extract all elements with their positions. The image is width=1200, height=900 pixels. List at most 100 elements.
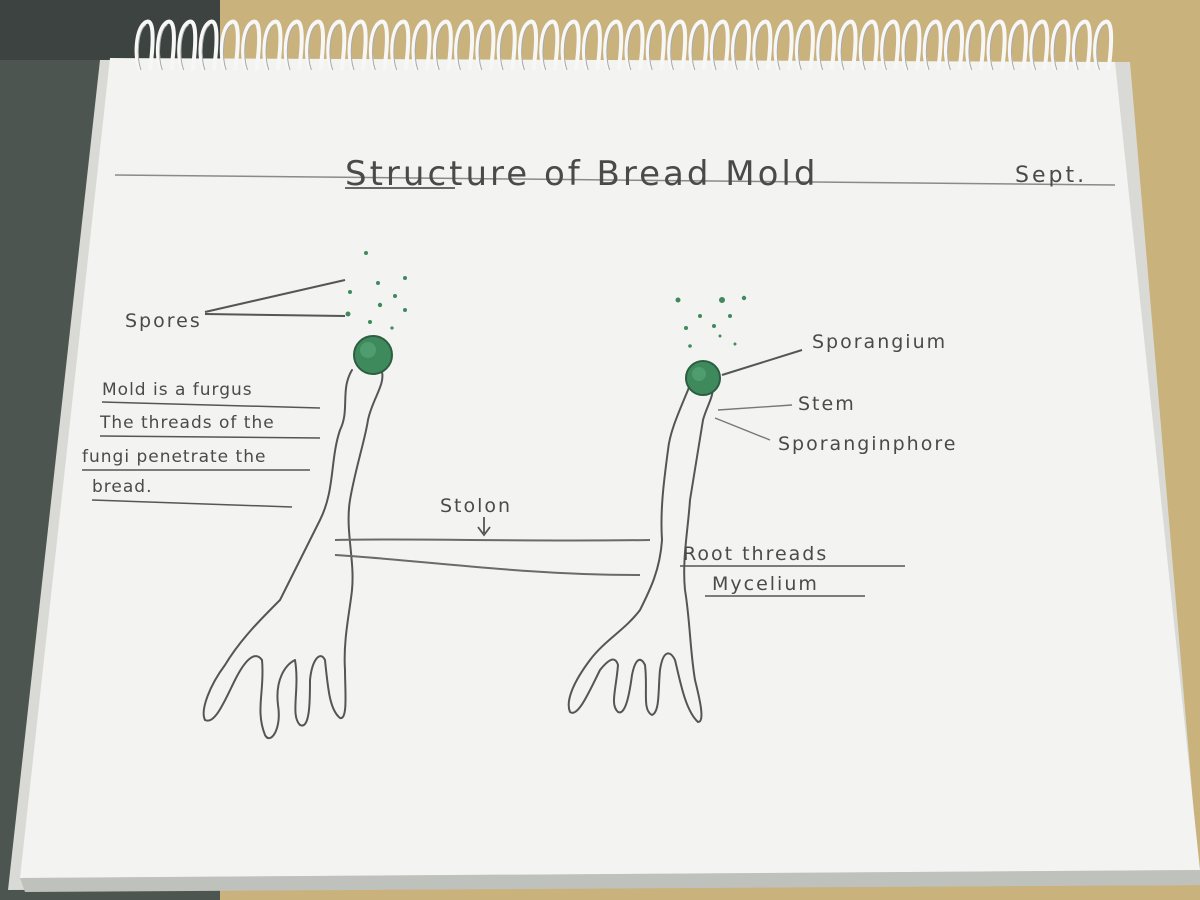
- spiral-coil-shadow: [414, 24, 424, 71]
- spiral-coil: [667, 19, 688, 71]
- spiral-coil-shadow: [776, 24, 786, 71]
- spiral-coil-shadow: [670, 24, 679, 71]
- spiral-coil: [347, 19, 368, 71]
- spiral-coil-shadow: [137, 24, 147, 71]
- label-mycelium: Mycelium: [712, 573, 819, 595]
- spiral-coil: [219, 19, 240, 71]
- sporangiophore-pointer: [714, 417, 771, 441]
- spiral-coil-shadow: [286, 24, 296, 71]
- spiral-coil: [965, 19, 986, 71]
- spiral-coil: [177, 19, 198, 71]
- spiral-coil: [1007, 19, 1028, 71]
- spiral-coil: [496, 19, 517, 71]
- spiral-coil: [794, 19, 815, 71]
- page-shading: [20, 870, 1200, 892]
- spiral-coil: [560, 19, 581, 71]
- spiral-coil-shadow: [244, 24, 253, 71]
- spores-pointer-lower: [204, 313, 346, 317]
- note-line-1: Mold is a furgus: [102, 380, 253, 400]
- spiral-coil: [880, 19, 901, 71]
- spiral-coil-shadow: [691, 24, 701, 71]
- spiral-coil-shadow: [840, 24, 850, 71]
- spiral-coil-shadow: [1032, 24, 1041, 71]
- spiral-coil: [390, 19, 411, 71]
- spiral-coil: [922, 19, 943, 71]
- note-line-2: The threads of the: [99, 413, 275, 433]
- spiral-coil-shadow: [435, 24, 445, 71]
- spiral-coil: [326, 19, 347, 71]
- notebook-page: [20, 58, 1200, 878]
- spiral-coil-shadow: [329, 24, 339, 71]
- spiral-coil-shadow: [159, 24, 168, 71]
- spiral-coil-shadow: [457, 24, 466, 71]
- spiral-coil-shadow: [350, 24, 360, 71]
- spiral-coil: [944, 19, 965, 71]
- spiral-coil-shadow: [521, 24, 530, 71]
- spiral-coil: [1093, 19, 1114, 71]
- spiral-coil: [603, 19, 624, 71]
- spiral-coil: [816, 19, 837, 71]
- spiral-coil: [134, 19, 155, 71]
- spiral-coil-shadow: [478, 24, 488, 71]
- spiral-coil: [454, 19, 475, 71]
- label-stolon: Stolon: [440, 495, 512, 517]
- note-line-3: fungi penetrate the: [82, 447, 266, 467]
- spiral-coil-shadow: [798, 24, 807, 71]
- date-text: Sept.: [1015, 163, 1087, 188]
- spiral-coil: [539, 19, 560, 71]
- spiral-coil-shadow: [201, 24, 211, 71]
- spiral-coil: [262, 19, 283, 71]
- spiral-coil-shadow: [180, 24, 189, 71]
- spiral-coil-shadow: [542, 24, 552, 71]
- spiral-coil: [901, 19, 922, 71]
- spiral-coil-shadow: [755, 24, 765, 71]
- spiral-coil: [305, 19, 326, 71]
- spiral-coil-shadow: [925, 24, 935, 71]
- spiral-coil-shadow: [968, 24, 978, 71]
- label-root-threads: Root threads: [683, 543, 828, 565]
- spiral-coil-shadow: [372, 24, 381, 71]
- stem-pointer: [717, 404, 793, 411]
- spiral-coil-shadow: [989, 24, 999, 71]
- title-line: [114, 174, 1116, 186]
- left-spores: [345, 251, 407, 330]
- label-sporangiophore: Sporanginphore: [778, 433, 957, 455]
- sporangium-pointer: [721, 349, 803, 376]
- spiral-coil-shadow: [606, 24, 615, 71]
- spiral-coil-shadow: [1011, 24, 1020, 71]
- note-block: Mold is a furgus The threads of the fung…: [82, 380, 321, 508]
- spiral-coil-shadow: [393, 24, 402, 71]
- spiral-coil: [624, 19, 645, 71]
- spiral-coil: [432, 19, 453, 71]
- spiral-coil: [837, 19, 858, 71]
- spiral-coil: [1050, 19, 1071, 71]
- stolon: [334, 538, 651, 576]
- spiral-coil: [581, 19, 602, 71]
- spiral-coil: [368, 19, 389, 71]
- spiral-coil-shadow: [1074, 24, 1084, 71]
- stolon-arrow: [477, 517, 491, 537]
- spiral-coil: [518, 19, 539, 71]
- spiral-coil-shadow: [563, 24, 573, 71]
- spiral-coil: [155, 19, 176, 71]
- spiral-coil: [241, 19, 262, 71]
- spiral-coil-shadow: [861, 24, 871, 71]
- left-mold: [202, 369, 384, 740]
- spiral-coil-shadow: [883, 24, 892, 71]
- spiral-coil-shadow: [585, 24, 594, 71]
- spiral-coil: [1029, 19, 1050, 71]
- spiral-coil: [283, 19, 304, 71]
- spiral-coil-shadow: [734, 24, 743, 71]
- spores-pointer-upper: [204, 279, 346, 313]
- spiral-coil-shadow: [947, 24, 956, 71]
- spiral-coil: [986, 19, 1007, 71]
- spiral-coil-shadow: [308, 24, 317, 71]
- dark-surface-top: [0, 0, 225, 60]
- right-mold: [567, 384, 714, 723]
- spiral-coil: [475, 19, 496, 71]
- spiral-coil-shadow: [222, 24, 232, 71]
- spiral-coil: [1071, 19, 1092, 71]
- spiral-coil-shadow: [819, 24, 828, 71]
- spiral-coil-shadow: [904, 24, 914, 71]
- spiral-coil: [645, 19, 666, 71]
